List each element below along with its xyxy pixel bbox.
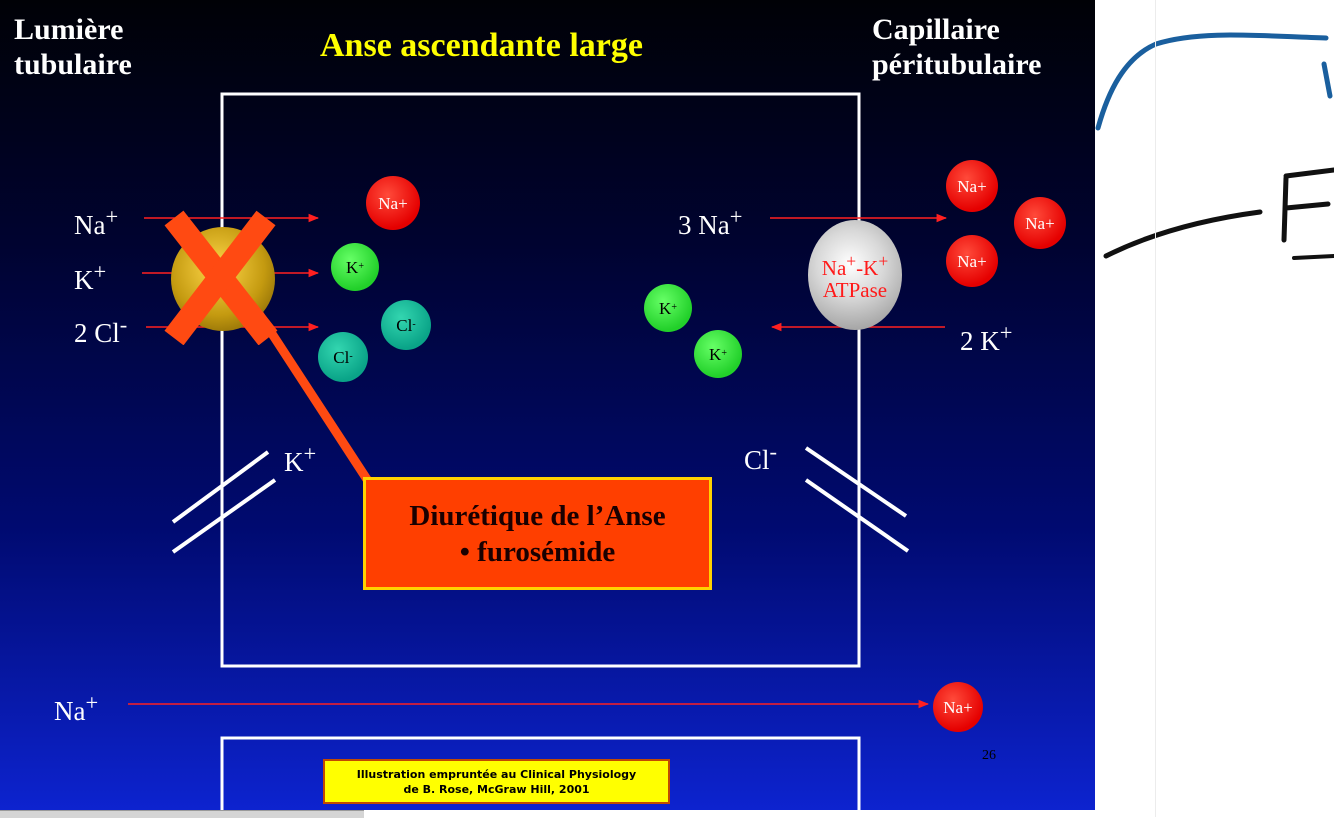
cl-ion: Cl-	[318, 332, 368, 382]
cl-ion: Cl-	[381, 300, 431, 350]
na-ion: Na+	[946, 160, 998, 212]
slide-title: Anse ascendante large	[320, 28, 643, 63]
na-ion: Na+	[366, 176, 420, 230]
left-header-line-1: Lumière	[14, 12, 132, 47]
na-k-atpase-pump: Na+-K+ ATPase	[808, 220, 902, 330]
k-channel-label: K+	[284, 443, 316, 476]
na-out-label: 3 Na+	[678, 206, 742, 239]
k-ion: K+	[694, 330, 742, 378]
na-input-label: Na+	[74, 206, 118, 239]
blocked-cross-icon	[160, 210, 280, 345]
cl-channel-line-2	[806, 480, 908, 551]
cl-channel-line-1	[806, 448, 906, 516]
source-line-2: de B. Rose, McGraw Hill, 2001	[403, 782, 589, 797]
cl-input-label: 2 Cl-	[74, 314, 127, 347]
na-ion: Na+	[1014, 197, 1066, 249]
diuretic-line-2: • furosémide	[460, 534, 615, 570]
right-header: Capillaire péritubulaire	[872, 12, 1041, 82]
right-header-line-1: Capillaire	[872, 12, 1041, 47]
left-header: Lumière tubulaire	[14, 12, 132, 82]
right-header-line-2: péritubulaire	[872, 47, 1041, 82]
pump-label-line-1: Na+-K+	[822, 250, 888, 279]
k-in-label: 2 K+	[960, 322, 1012, 355]
k-channel-line-2	[173, 480, 275, 552]
page-number: 26	[982, 748, 996, 764]
cl-channel-label: Cl-	[744, 441, 777, 474]
diuretic-box: Diurétique de l’Anse • furosémide	[363, 477, 712, 590]
pump-label-line-2: ATPase	[823, 279, 887, 301]
handwriting-annotation	[1090, 0, 1334, 300]
na-ion: Na+	[946, 235, 998, 287]
source-citation: Illustration empruntée au Clinical Physi…	[323, 759, 670, 804]
slide: Lumière tubulaire Anse ascendante large …	[0, 0, 1095, 810]
paracellular-na-label: Na+	[54, 692, 98, 725]
k-ion: K+	[331, 243, 379, 291]
left-header-line-2: tubulaire	[14, 47, 132, 82]
diagram-lines	[0, 0, 1095, 810]
source-line-1: Illustration empruntée au Clinical Physi…	[357, 767, 636, 782]
k-input-label: K+	[74, 261, 106, 294]
diuretic-line-1: Diurétique de l’Anse	[409, 498, 665, 534]
canvas-divider	[1155, 0, 1156, 817]
k-ion: K+	[644, 284, 692, 332]
na-ion: Na+	[933, 682, 983, 732]
